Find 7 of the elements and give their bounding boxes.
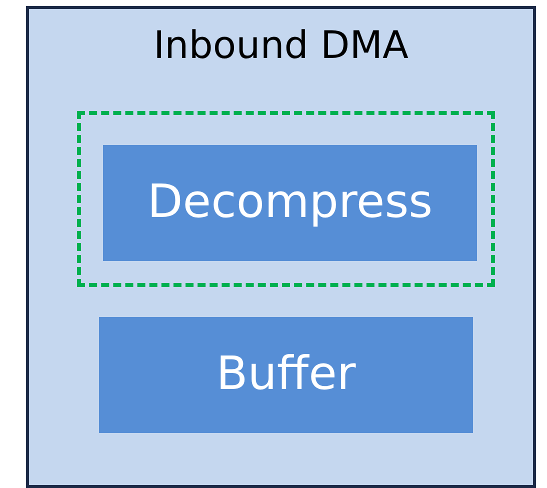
process-box: [103, 145, 477, 261]
box-label: Buffer: [215, 345, 357, 402]
dashed-group-box: [77, 111, 495, 287]
container-title: Inbound DMA: [152, 23, 410, 67]
container-box: [26, 6, 536, 488]
process-box: [99, 317, 473, 433]
box-label: Decompress: [146, 173, 434, 230]
